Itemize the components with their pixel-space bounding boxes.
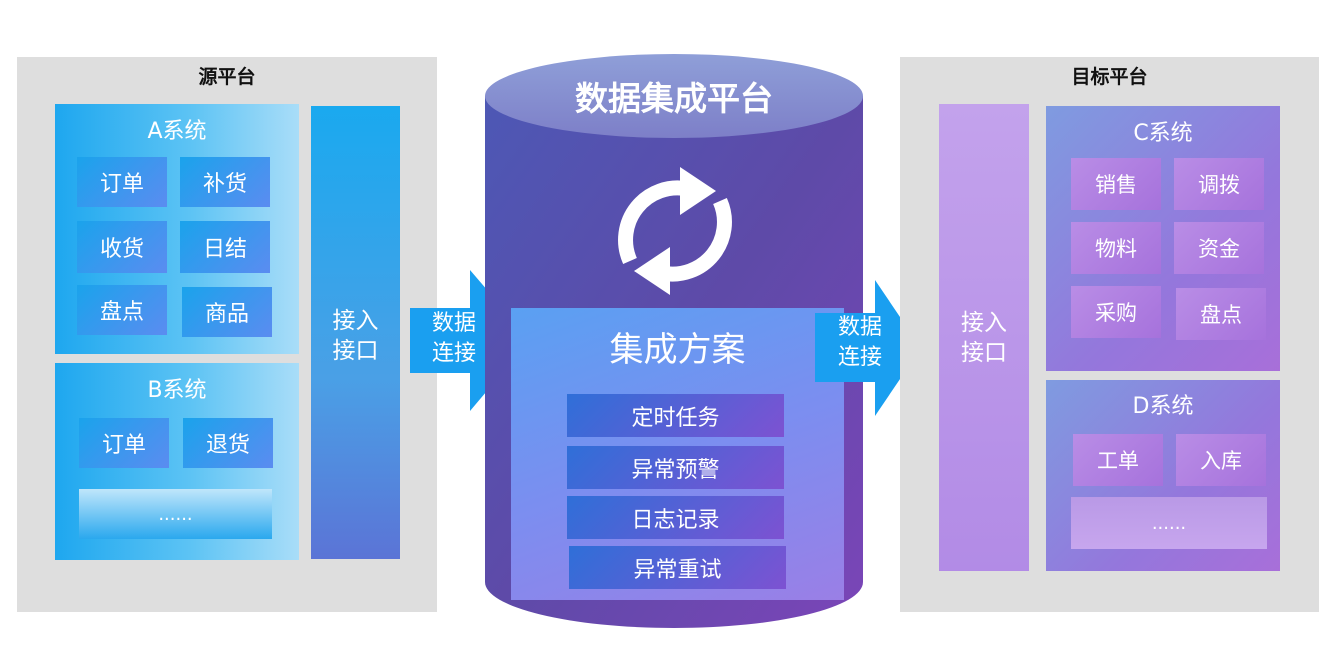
sync-icon bbox=[618, 167, 732, 295]
system-c-item[interactable]: 销售 bbox=[1071, 158, 1161, 210]
integration-platform-title: 数据集成平台 bbox=[575, 79, 773, 118]
system-d-item[interactable]: 入库 bbox=[1176, 434, 1266, 486]
system-c-title: C系统 bbox=[1133, 121, 1193, 146]
source-interface-label-1: 接入 bbox=[332, 308, 379, 334]
left-arrow-label-1: 数据 bbox=[431, 311, 476, 336]
system-a-title: A系统 bbox=[147, 119, 207, 144]
task-item[interactable]: 日志记录 bbox=[567, 496, 784, 539]
system-d-more[interactable]: ...... bbox=[1071, 497, 1267, 549]
system-b-item[interactable]: 退货 bbox=[183, 418, 273, 468]
system-c-item[interactable]: 资金 bbox=[1174, 222, 1264, 274]
right-arrow-label-1: 数据 bbox=[837, 315, 882, 340]
system-d-title: D系统 bbox=[1132, 394, 1194, 419]
task-item[interactable]: 定时任务 bbox=[567, 394, 784, 437]
target-interface[interactable] bbox=[939, 104, 1029, 571]
target-interface-label-1: 接入 bbox=[961, 310, 1007, 336]
source-interface-label-2: 接口 bbox=[332, 338, 379, 364]
integration-plan-title: 集成方案 bbox=[609, 330, 746, 370]
system-b-title: B系统 bbox=[147, 378, 207, 403]
right-arrow-label-2: 连接 bbox=[837, 345, 882, 370]
left-arrow-label-2: 连接 bbox=[431, 341, 476, 366]
source-platform-title: 源平台 bbox=[198, 66, 256, 88]
arrow-right-icon bbox=[815, 280, 921, 416]
system-c-item[interactable]: 盘点 bbox=[1176, 288, 1266, 340]
system-c-item[interactable]: 物料 bbox=[1071, 222, 1161, 274]
target-interface-label-2: 接口 bbox=[961, 340, 1007, 366]
system-a-item[interactable]: 补货 bbox=[180, 157, 270, 207]
system-a-item[interactable]: 商品 bbox=[182, 287, 272, 337]
system-a-item[interactable]: 收货 bbox=[77, 221, 167, 273]
system-d-item[interactable]: 工单 bbox=[1073, 434, 1163, 486]
system-c-item[interactable]: 调拨 bbox=[1174, 158, 1264, 210]
task-item[interactable]: 异常重试 bbox=[569, 546, 786, 589]
target-platform-title: 目标平台 bbox=[1071, 66, 1148, 88]
system-a-item[interactable]: 订单 bbox=[77, 157, 167, 207]
system-a-item[interactable]: 盘点 bbox=[77, 285, 167, 335]
system-a-item[interactable]: 日结 bbox=[180, 221, 270, 273]
system-b-item[interactable]: 订单 bbox=[79, 418, 169, 468]
system-c-item[interactable]: 采购 bbox=[1071, 286, 1161, 338]
source-interface[interactable] bbox=[311, 106, 400, 559]
task-item[interactable]: 异常预警 bbox=[567, 446, 784, 489]
system-b-more[interactable]: ...... bbox=[79, 489, 272, 539]
